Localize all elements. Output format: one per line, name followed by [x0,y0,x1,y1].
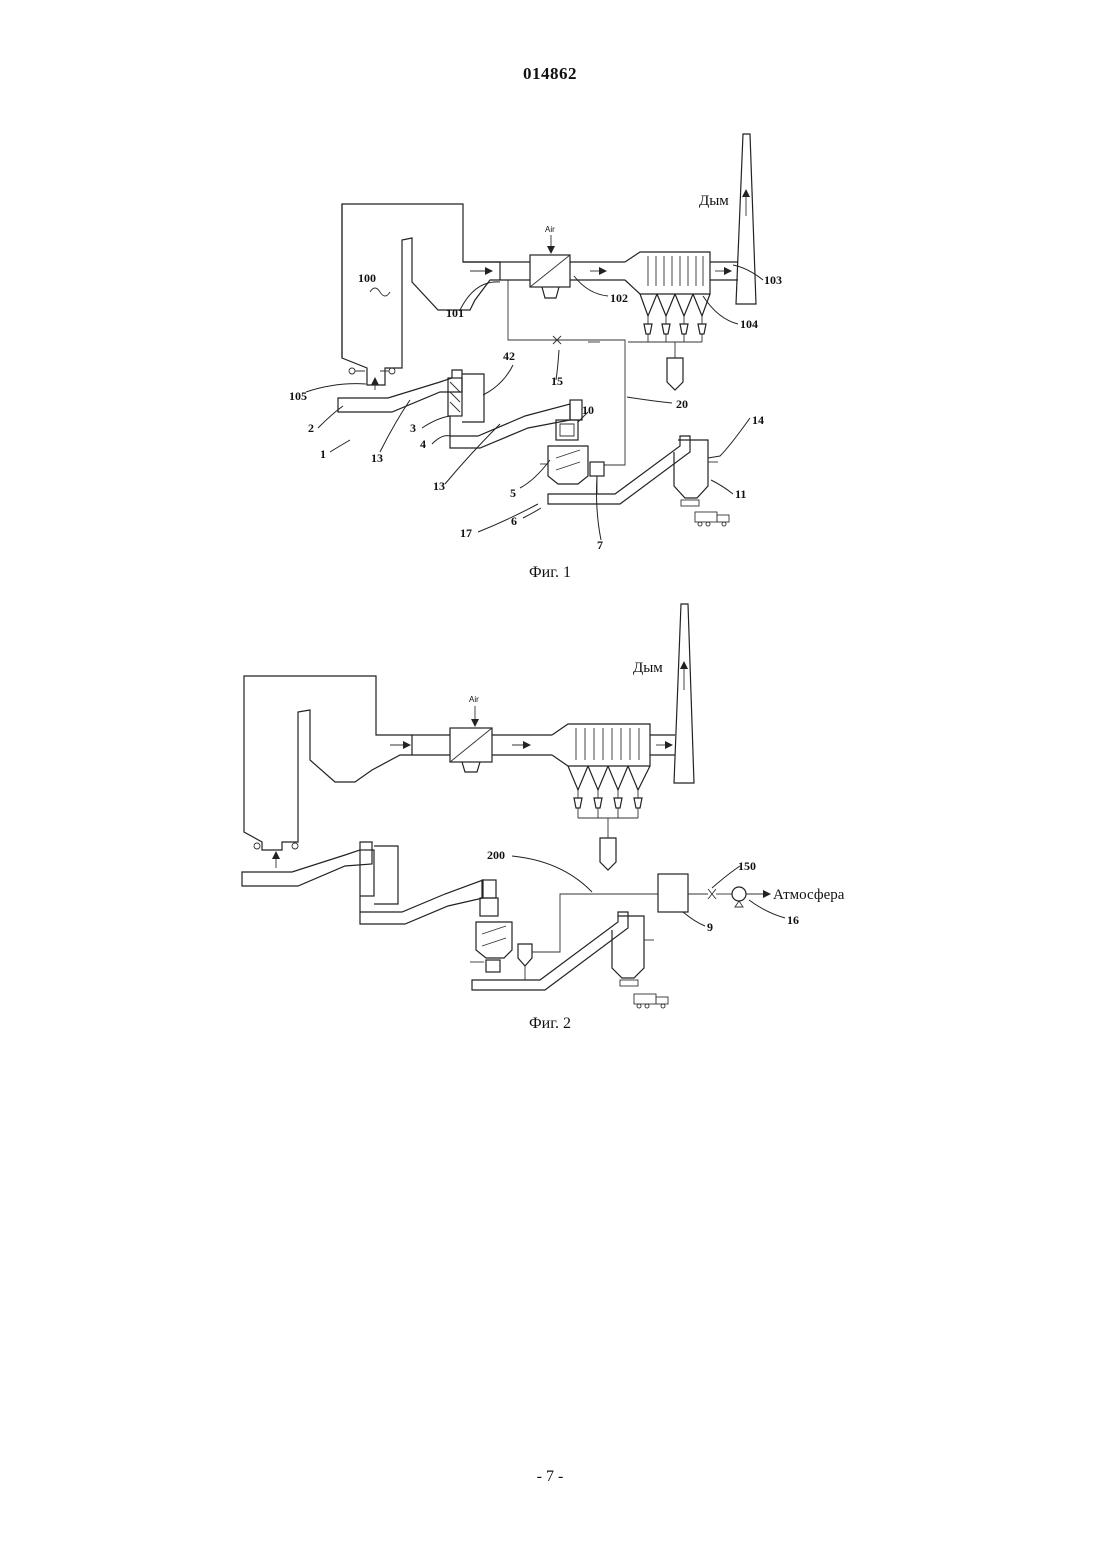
air-label-fig2: Air [469,695,479,704]
ref-label: 20 [676,397,688,411]
ref-label: 10 [582,403,594,417]
ref-label: 42 [503,349,515,363]
conveyor-system-fig1 [338,370,729,526]
ref-label: 3 [410,421,416,435]
ref-label: 100 [358,271,376,285]
ref-label: 13 [433,479,445,493]
ref-label: 4 [420,437,426,451]
leader-lines-fig1 [306,265,763,540]
figure-2-caption: Фиг. 2 [529,1015,571,1032]
page-number: - 7 - [0,1468,1100,1486]
ref-label: 9 [707,920,713,934]
stack-fig1 [736,134,756,304]
air-label-fig1: Air [545,225,555,234]
ref-label: 11 [735,487,746,501]
reference-labels-fig2: 200 150 9 16 [487,848,799,934]
figure-1: Дым Air 100 101 102 103 104 105 1 2 3 4 … [289,134,782,581]
ref-label: 5 [510,486,516,500]
ref-label: 16 [787,913,799,927]
flue-duct-fig1 [463,235,625,298]
ref-label: 150 [738,859,756,873]
ref-label: 7 [597,538,603,552]
unit-9-fig2 [658,874,688,912]
ref-label: 104 [740,317,758,331]
ref-label: 1 [320,447,326,461]
precipitator-fig2 [552,724,675,870]
ref-label: 200 [487,848,505,862]
boiler-fig2 [244,676,412,850]
ref-label: 14 [752,413,764,427]
ref-label: 13 [371,451,383,465]
atmosphere-label: Атмосфера [773,887,845,903]
boiler-fig1 [342,204,500,385]
figure-1-caption: Фиг. 1 [529,564,571,581]
ref-label: 105 [289,389,307,403]
ref-label: 17 [460,526,472,540]
figure-2: Дым Air Атмосфера 200 150 9 16 Фиг. 2 [242,604,845,1032]
precipitator-fig1 [625,252,738,390]
ref-label: 103 [764,273,782,287]
smoke-label-fig2: Дым [633,660,663,676]
stack-fig2 [674,604,694,783]
ref-label: 102 [610,291,628,305]
smoke-label-fig1: Дым [699,193,729,209]
ref-label: 2 [308,421,314,435]
